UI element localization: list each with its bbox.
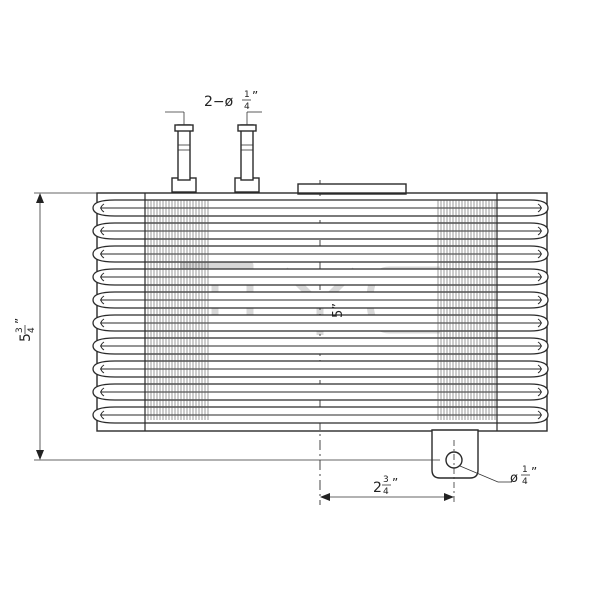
cooler-plate xyxy=(92,314,549,332)
dim-hole-prefix: ø xyxy=(510,471,518,486)
dim-hole-den: 4 xyxy=(522,477,528,487)
dim-height-suffix: ” xyxy=(13,318,27,324)
cooler-plates xyxy=(92,199,549,424)
cooler-plate xyxy=(92,406,549,424)
dim-fitting-diameter: 2−ø 1 4 ” xyxy=(165,89,262,125)
dim-mount-hole: ø 1 4 ” xyxy=(459,465,537,487)
cooler-plate xyxy=(92,245,549,263)
fins-right xyxy=(437,193,498,431)
cooler-plate xyxy=(92,360,549,378)
core-outline xyxy=(96,192,548,432)
dim-fitting-den: 4 xyxy=(244,102,250,112)
cooler-plate xyxy=(92,199,549,217)
cooler-plate xyxy=(92,337,549,355)
dim-fitting-suffix: ” xyxy=(252,89,258,103)
dim-fitting-num: 1 xyxy=(244,90,250,100)
dim-offset-suffix: ” xyxy=(392,476,398,490)
top-boss xyxy=(297,183,407,195)
dim-offset-whole: 2 xyxy=(373,480,382,496)
fins-left xyxy=(144,193,209,431)
dim-overall-height: 5 3 4 ” xyxy=(13,192,440,461)
dim-offset-num: 3 xyxy=(383,475,389,485)
cooler-plate xyxy=(92,383,549,401)
cooler-body xyxy=(92,192,549,432)
dim-hole-suffix: ” xyxy=(531,465,537,479)
dim-core-text: 5” xyxy=(331,303,346,318)
dim-core-height: 5” xyxy=(331,303,346,318)
dim-fitting-prefix: 2−ø xyxy=(204,94,234,110)
dim-bracket-offset: 2 3 4 ” xyxy=(320,475,454,501)
dim-height-den: 4 xyxy=(27,327,37,333)
inlet-fittings xyxy=(171,124,407,195)
mount-bracket xyxy=(431,429,479,505)
cooler-plate xyxy=(92,222,549,240)
dim-height-whole: 5 xyxy=(18,333,34,342)
dim-hole-num: 1 xyxy=(522,465,528,475)
dim-height-num: 3 xyxy=(15,327,25,333)
cooler-plate xyxy=(92,268,549,286)
fitting-right xyxy=(234,124,260,193)
dim-offset-den: 4 xyxy=(383,487,389,497)
fitting-left xyxy=(171,124,197,193)
cooler-plate xyxy=(92,291,549,309)
